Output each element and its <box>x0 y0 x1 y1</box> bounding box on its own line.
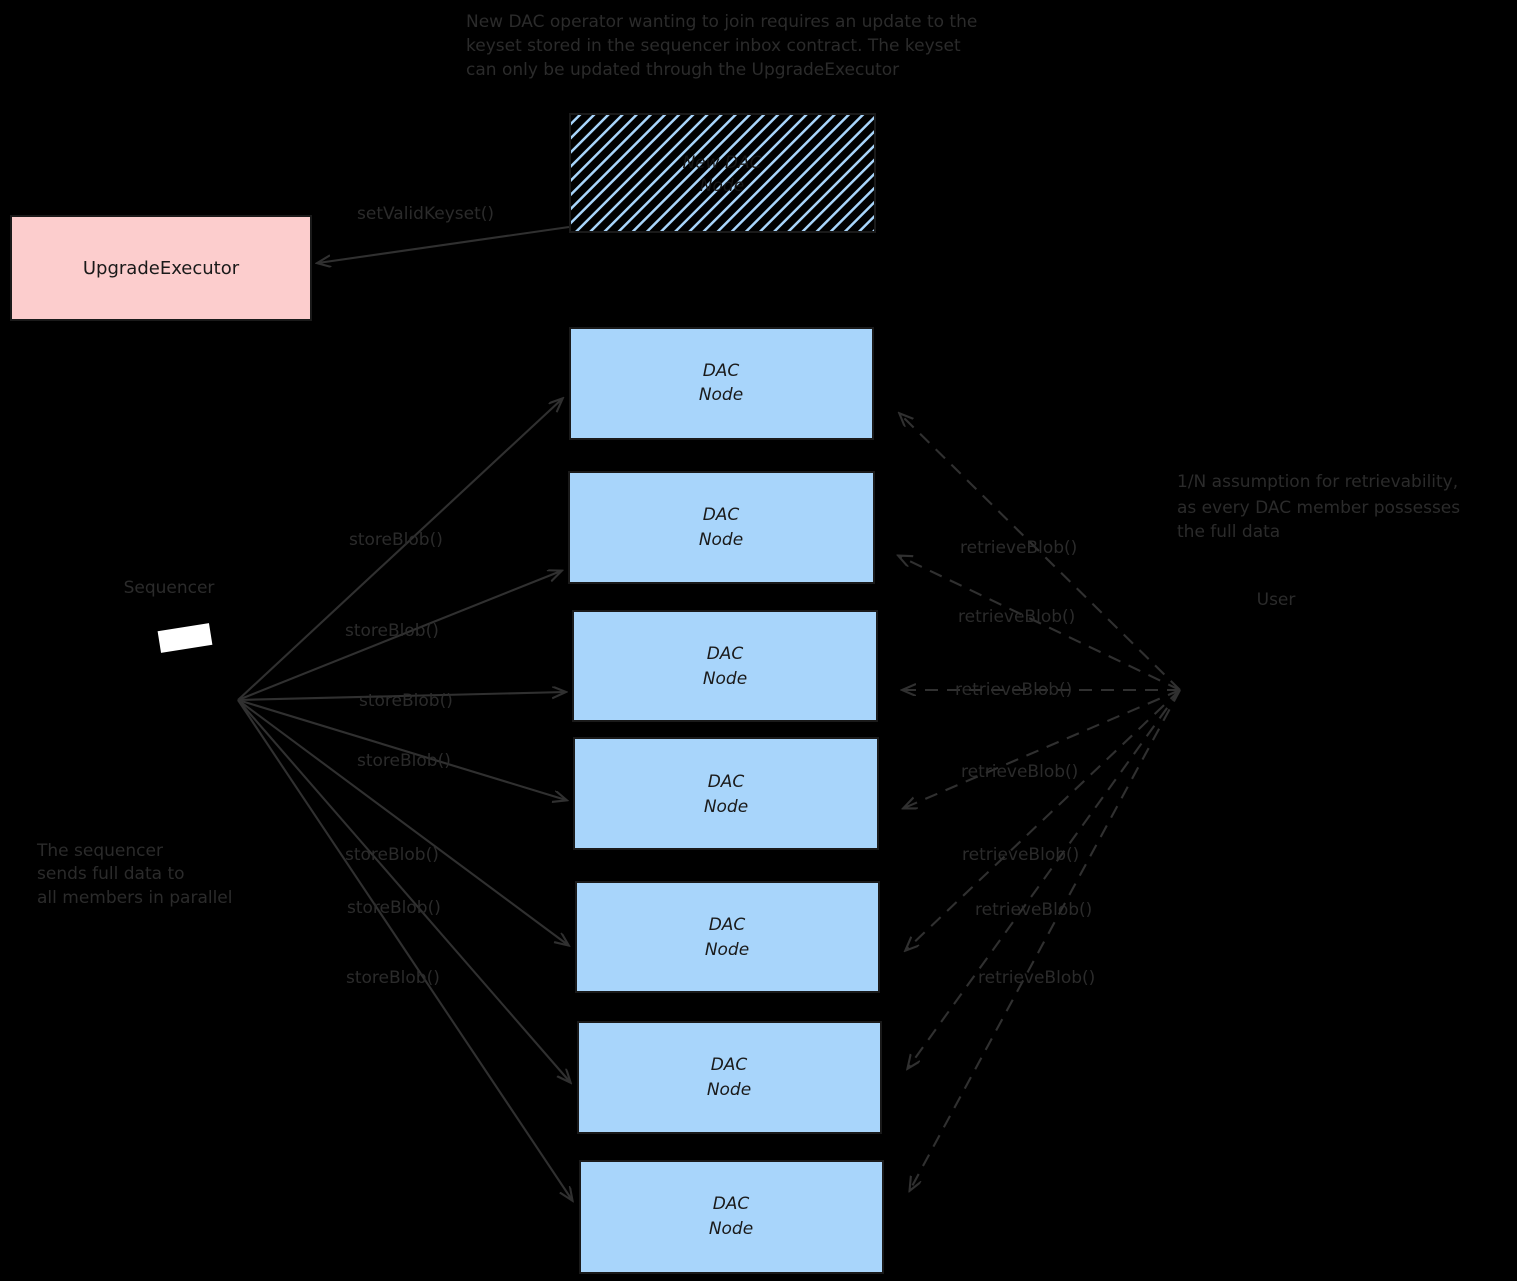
dac-node-5-line1: DAC <box>709 915 746 935</box>
sequencer-note: The sequencer sends full data to all mem… <box>36 841 233 908</box>
edge-label-store-blob-6: storeBlob() <box>347 898 441 918</box>
retrievability-note-line-3: the full data <box>1177 522 1280 542</box>
edge-label-retrieve-blob-2: retrieveBlob() <box>958 607 1075 627</box>
new-dac-node-label-line1: New DAC <box>682 153 761 173</box>
user-actor[interactable]: User <box>1257 590 1296 610</box>
dac-node-7-line1: DAC <box>713 1194 750 1214</box>
sequencer-actor[interactable]: Sequencer <box>124 578 215 653</box>
dac-node-2[interactable]: DAC Node <box>568 471 875 584</box>
top-note-line-3: can only be updated through the UpgradeE… <box>466 60 899 80</box>
dac-node-2-line1: DAC <box>703 505 740 525</box>
edge-label-set-valid-keyset: setValidKeyset() <box>357 204 494 224</box>
retrievability-note-line-1: 1/N assumption for retrievability, <box>1177 472 1458 492</box>
dac-node-6[interactable]: DAC Node <box>577 1021 882 1134</box>
dac-node-5-line2: Node <box>705 940 749 960</box>
sequencer-note-line-3: all members in parallel <box>37 888 233 908</box>
upgrade-executor-box[interactable]: UpgradeExecutor <box>10 215 312 321</box>
edge-label-retrieve-blob-1: retrieveBlob() <box>960 538 1077 558</box>
dac-node-3-line1: DAC <box>707 644 744 664</box>
edge-label-store-blob-4: storeBlob() <box>357 751 451 771</box>
dac-node-1-line2: Node <box>699 385 743 405</box>
dac-node-4-line1: DAC <box>708 772 745 792</box>
dac-node-3[interactable]: DAC Node <box>572 610 878 722</box>
edges-retrieve-blob: retrieveBlob() retrieveBlob() retrieveBl… <box>899 414 1181 1190</box>
sequencer-note-line-2: sends full data to <box>37 864 185 884</box>
edge-label-store-blob-2: storeBlob() <box>345 621 439 641</box>
dac-node-4[interactable]: DAC Node <box>573 737 879 850</box>
dac-node-2-line2: Node <box>699 530 743 550</box>
edge-set-valid-keyset: setValidKeyset() <box>318 204 570 263</box>
edge-label-retrieve-blob-7: retrieveBlob() <box>978 968 1095 988</box>
edge-label-retrieve-blob-6: retrieveBlob() <box>975 900 1092 920</box>
dac-node-7[interactable]: DAC Node <box>579 1160 884 1274</box>
edge-label-store-blob-5: storeBlob() <box>345 845 439 865</box>
dac-node-1-line1: DAC <box>703 361 740 381</box>
edge-label-store-blob-3: storeBlob() <box>359 691 453 711</box>
edge-label-store-blob-7: storeBlob() <box>346 968 440 988</box>
user-label: User <box>1257 590 1296 610</box>
dac-node-4-line2: Node <box>704 797 748 817</box>
retrievability-note: 1/N assumption for retrievability, as ev… <box>1177 472 1460 542</box>
upgrade-executor-label: UpgradeExecutor <box>83 258 240 279</box>
sequencer-label: Sequencer <box>124 578 215 598</box>
top-note-line-1: New DAC operator wanting to join require… <box>466 12 977 32</box>
dac-node-1[interactable]: DAC Node <box>569 327 874 440</box>
edge-label-retrieve-blob-5: retrieveBlob() <box>962 845 1079 865</box>
dac-node-6-line2: Node <box>707 1080 751 1100</box>
retrievability-note-line-2: as every DAC member possesses <box>1177 498 1460 518</box>
new-dac-node-label-line2: Node <box>700 176 744 196</box>
edge-label-store-blob-1: storeBlob() <box>349 530 443 550</box>
dac-node-5[interactable]: DAC Node <box>575 881 880 993</box>
sequencer-note-line-1: The sequencer <box>36 841 163 861</box>
new-dac-node-box[interactable]: New DAC Node <box>569 113 876 233</box>
top-note-line-2: keyset stored in the sequencer inbox con… <box>466 36 961 56</box>
top-note: New DAC operator wanting to join require… <box>466 12 977 80</box>
dac-node-7-line2: Node <box>709 1219 753 1239</box>
edges-store-blob: storeBlob() storeBlob() storeBlob() stor… <box>237 399 572 1200</box>
dac-node-6-line1: DAC <box>711 1055 748 1075</box>
edge-label-retrieve-blob-4: retrieveBlob() <box>961 762 1078 782</box>
edge-label-retrieve-blob-3: retrieveBlob() <box>955 680 1072 700</box>
dac-node-3-line2: Node <box>703 669 747 689</box>
